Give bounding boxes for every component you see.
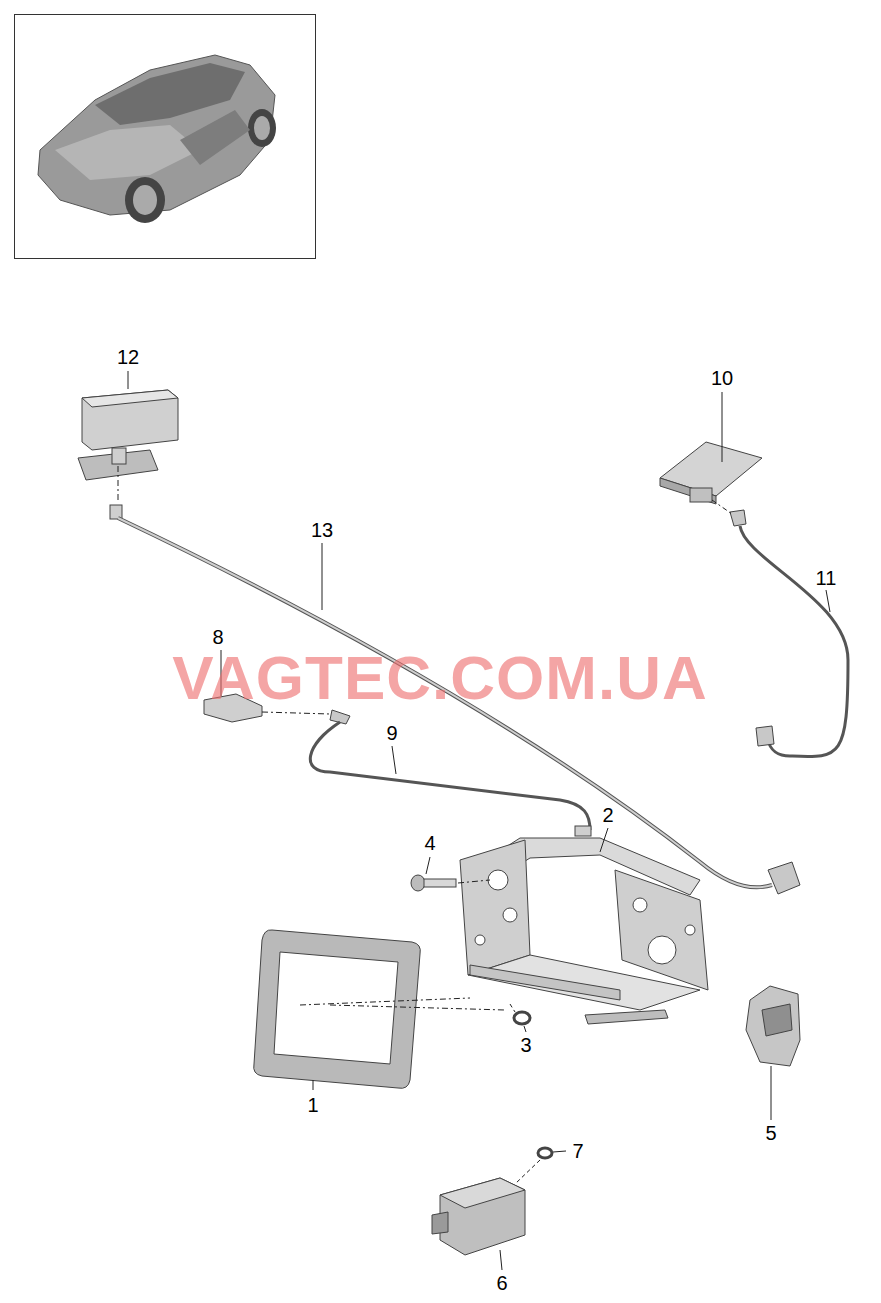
cable bbox=[118, 518, 800, 894]
callout-number: 12 bbox=[117, 346, 139, 368]
cable bbox=[118, 518, 772, 887]
cable bbox=[740, 526, 848, 757]
car-thumbnail bbox=[133, 185, 157, 215]
mounting-bracket bbox=[685, 925, 695, 935]
parts-illustration bbox=[300, 998, 470, 1005]
parts-illustration bbox=[600, 828, 608, 852]
parts-illustration bbox=[771, 1066, 772, 1120]
mounting-bracket bbox=[633, 898, 647, 912]
callout-number: 2 bbox=[602, 804, 613, 826]
callout-number: 4 bbox=[424, 832, 435, 854]
parts-illustration bbox=[426, 857, 430, 874]
control-module bbox=[112, 448, 126, 464]
control-module bbox=[78, 390, 178, 519]
parts-illustration bbox=[515, 1160, 540, 1184]
trim-frame bbox=[254, 930, 421, 1088]
cover-part bbox=[746, 986, 800, 1066]
control-module bbox=[82, 390, 178, 450]
parts-illustration bbox=[330, 1005, 505, 1010]
car-thumbnail bbox=[95, 63, 245, 125]
washer bbox=[538, 1148, 552, 1158]
antenna-module bbox=[660, 442, 762, 526]
screw bbox=[411, 875, 456, 891]
car-thumbnail bbox=[254, 116, 270, 140]
parts-illustration bbox=[722, 392, 723, 462]
parts-illustration bbox=[458, 880, 490, 883]
parts-illustration bbox=[826, 590, 830, 612]
car-thumbnail bbox=[180, 110, 250, 165]
mounting-bracket bbox=[460, 826, 708, 1024]
antenna-module bbox=[690, 488, 712, 502]
mounting-bracket bbox=[475, 935, 485, 945]
parts-illustration bbox=[322, 543, 323, 610]
callout-number: 3 bbox=[520, 1034, 531, 1056]
control-unit bbox=[440, 1178, 525, 1208]
mounting-bracket bbox=[648, 936, 676, 964]
mounting-bracket bbox=[470, 965, 620, 1000]
car-thumbnail bbox=[125, 177, 165, 223]
cable bbox=[756, 726, 774, 746]
cable bbox=[768, 862, 800, 894]
car-thumbnail bbox=[248, 109, 276, 147]
washer bbox=[514, 1012, 530, 1024]
mounting-bracket bbox=[503, 908, 517, 922]
cover-part bbox=[762, 1004, 792, 1036]
mounting-bracket bbox=[488, 870, 508, 890]
mounting-bracket bbox=[615, 870, 708, 990]
cable bbox=[740, 526, 848, 757]
mounting-bracket bbox=[468, 955, 700, 1010]
trim-frame bbox=[254, 930, 421, 1088]
callout-number: 7 bbox=[572, 1140, 583, 1162]
mounting-bracket bbox=[575, 826, 591, 836]
callout-number: 5 bbox=[765, 1122, 776, 1144]
parts-illustration bbox=[128, 371, 129, 389]
car-thumbnail bbox=[15, 15, 316, 259]
control-unit bbox=[432, 1212, 448, 1234]
parts-illustration bbox=[313, 1080, 314, 1090]
callout-number: 10 bbox=[711, 367, 733, 389]
mounting-bracket bbox=[585, 1010, 668, 1024]
parts-illustration bbox=[392, 746, 396, 774]
washer bbox=[538, 1148, 552, 1158]
screw bbox=[411, 875, 425, 891]
parts-illustration bbox=[510, 1004, 515, 1012]
callout-number: 11 bbox=[816, 567, 837, 589]
trim-frame bbox=[274, 952, 398, 1064]
cover-part bbox=[746, 986, 800, 1066]
parts-illustration bbox=[500, 1250, 502, 1270]
antenna-module bbox=[660, 478, 716, 504]
callout-number: 13 bbox=[311, 519, 333, 541]
control-module bbox=[82, 390, 178, 407]
car-thumbnail bbox=[15, 15, 316, 259]
washer bbox=[514, 1012, 530, 1024]
cable bbox=[310, 710, 590, 830]
parts-illustration bbox=[524, 1026, 526, 1032]
antenna-module bbox=[730, 510, 746, 526]
watermark: VAGTEC.COM.UA bbox=[172, 645, 707, 711]
car-thumbnail bbox=[55, 125, 200, 180]
callout-number: 9 bbox=[386, 722, 397, 744]
cable bbox=[118, 518, 772, 887]
cable bbox=[330, 710, 350, 724]
mounting-bracket bbox=[460, 840, 530, 975]
cable bbox=[310, 722, 590, 830]
control-unit bbox=[440, 1178, 525, 1255]
parts-illustration bbox=[118, 466, 119, 503]
callout-number: 1 bbox=[307, 1094, 318, 1116]
parts-illustration bbox=[712, 500, 732, 514]
parts-illustration bbox=[262, 712, 330, 714]
callout-number: 6 bbox=[496, 1272, 507, 1294]
parts-illustration bbox=[553, 1151, 566, 1152]
screw bbox=[424, 879, 456, 887]
control-unit bbox=[432, 1178, 525, 1255]
